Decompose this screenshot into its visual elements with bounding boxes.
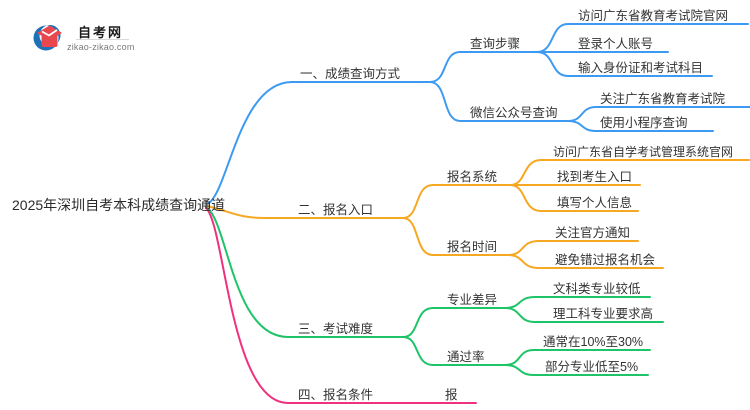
root-node[interactable]: 2025年深圳自考本科成绩查询通道 <box>12 197 226 213</box>
node-registration-system[interactable]: 报名系统 <box>447 170 498 184</box>
leaf-find-candidate-entry[interactable]: 找到考生入口 <box>557 170 633 184</box>
site-logo[interactable]: 自考网 zikao-zikao.com <box>33 20 143 56</box>
node-registration-time[interactable]: 报名时间 <box>447 240 498 254</box>
site-url: zikao-zikao.com <box>67 42 135 52</box>
branch-score-query-methods[interactable]: 一、成绩查询方式 <box>300 67 401 81</box>
leaf-login-personal-account[interactable]: 登录个人账号 <box>578 37 654 51</box>
branch2-lines <box>206 159 750 269</box>
branch-exam-difficulty[interactable]: 三、考试难度 <box>298 322 374 336</box>
branch-registration-entry[interactable]: 二、报名入口 <box>298 203 374 217</box>
leaf-follow-official-notice[interactable]: 关注官方通知 <box>555 226 631 240</box>
graduation-cap-icon <box>33 25 62 51</box>
node-wechat-account-query[interactable]: 微信公众号查询 <box>470 106 558 120</box>
leaf-stem-requirements-higher[interactable]: 理工科专业要求高 <box>553 307 654 321</box>
node-query-steps[interactable]: 查询步骤 <box>470 37 521 51</box>
logo-divider <box>76 39 129 40</box>
leaf-usually-10-to-30-percent[interactable]: 通常在10%至30% <box>543 335 644 349</box>
branch1-lines <box>206 23 750 205</box>
branch3-lines <box>205 206 664 376</box>
node-pass-rate[interactable]: 通过率 <box>447 350 485 364</box>
leaf-visit-selfstudy-mgmt-site[interactable]: 访问广东省自学考试管理系统官网 <box>553 145 734 159</box>
site-name: 自考网 <box>78 25 124 40</box>
leaf-liberal-arts-lower[interactable]: 文科类专业较低 <box>553 282 641 296</box>
leaf-fill-personal-info[interactable]: 填写个人信息 <box>557 196 633 210</box>
leaf-follow-gdeea-account[interactable]: 关注广东省教育考试院 <box>600 92 726 106</box>
leaf-enter-id-and-subjects[interactable]: 输入身份证和考试科目 <box>578 61 704 75</box>
leaf-use-miniprogram-query[interactable]: 使用小程序查询 <box>600 116 688 130</box>
branch-registration-conditions[interactable]: 四、报名条件 <box>298 388 374 402</box>
leaf-some-as-low-as-5-percent[interactable]: 部分专业低至5% <box>545 360 639 374</box>
branch4-lines <box>205 207 477 404</box>
leaf-visit-gdeea-site[interactable]: 访问广东省教育考试院官网 <box>578 9 729 23</box>
node-major-differences[interactable]: 专业差异 <box>447 293 498 307</box>
leaf-avoid-missing-registration[interactable]: 避免错过报名机会 <box>555 253 656 267</box>
node-registration-conditions-partial[interactable]: 报 <box>445 388 458 402</box>
